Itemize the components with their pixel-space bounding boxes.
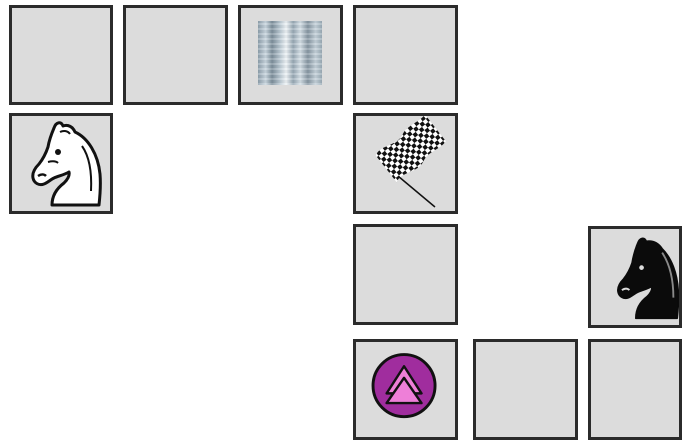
tile-r0-c2[interactable] (238, 5, 343, 105)
tile-r0-c0[interactable] (9, 5, 113, 105)
white-knight-icon (12, 116, 110, 211)
ice-block-icon (258, 21, 322, 85)
double-arrow-boost-icon (356, 342, 455, 437)
tile-r0-c3[interactable] (353, 5, 458, 105)
tile-r2-c5[interactable] (588, 226, 682, 328)
tile-r0-c1[interactable] (123, 5, 228, 105)
tile-r3-c3[interactable] (353, 339, 458, 440)
tile-r3-c5[interactable] (588, 339, 682, 440)
tile-r2-c3[interactable] (353, 224, 458, 325)
tile-r1-c3[interactable] (353, 113, 458, 214)
black-knight-icon (591, 229, 679, 325)
checkered-flag-icon (356, 116, 455, 211)
tile-r3-c4[interactable] (473, 339, 578, 440)
tile-r1-c0[interactable] (9, 113, 113, 214)
